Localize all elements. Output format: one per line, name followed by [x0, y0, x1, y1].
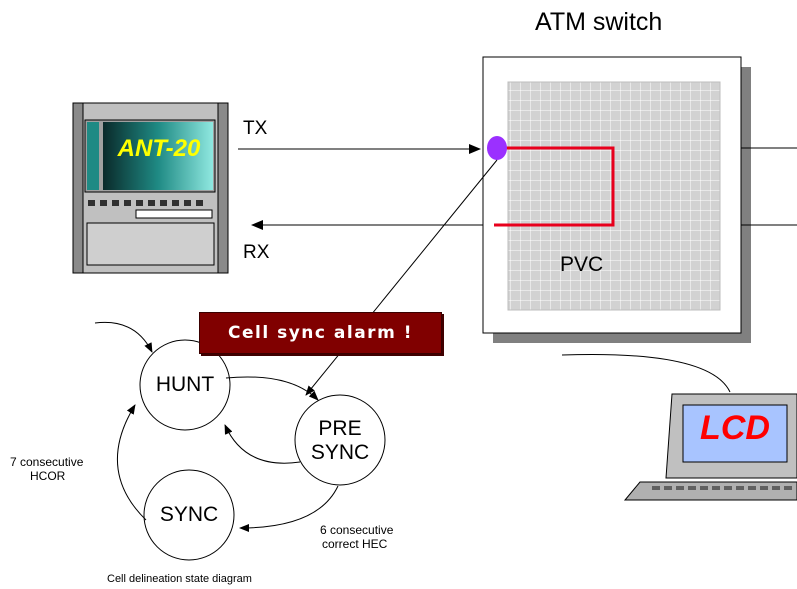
entry-arrow	[94, 321, 153, 353]
hunt-to-presync-arrow	[225, 376, 319, 401]
alarm-text: Cell sync alarm !	[228, 323, 413, 343]
pvc-path	[494, 146, 615, 227]
laptop-screen	[682, 404, 788, 463]
hunt-label: HUNT	[155, 373, 215, 396]
state-sync	[143, 469, 235, 561]
presync-to-sync-arrow	[239, 485, 339, 532]
alarm-link-line	[305, 159, 498, 396]
tx-label: TX	[243, 118, 268, 139]
pvc-label: PVC	[560, 253, 604, 276]
state-hunt	[139, 339, 231, 431]
switch-title: ATM switch	[535, 8, 663, 36]
sync-to-hunt-arrow	[116, 404, 147, 521]
presync-to-hunt-arrow	[224, 424, 301, 464]
state-diagram	[94, 321, 386, 561]
port-dot	[487, 136, 507, 160]
lcd-logo: LCD	[700, 409, 770, 447]
hec-annotation-line1: 6 consecutive	[320, 523, 394, 537]
analyzer-side-bar	[87, 122, 99, 190]
analyzer-screen	[103, 122, 213, 190]
hcor-annotation-line2: HCOR	[30, 469, 66, 483]
presync-label-line2: SYNC	[310, 441, 370, 464]
hcor-annotation-line1: 7 consecutive	[10, 455, 84, 469]
rx-label: RX	[243, 242, 270, 263]
ant20-logo: ANT-20	[117, 135, 201, 162]
laptop-link-line	[561, 354, 731, 393]
hec-annotation-line2: correct HEC	[322, 537, 388, 551]
state-presync	[294, 394, 386, 486]
laptop	[623, 393, 797, 501]
ant20-analyzer	[72, 102, 229, 274]
atm-switch	[482, 56, 751, 343]
presync-label-line1: PRE	[318, 417, 362, 440]
cell-sync-alarm-banner: Cell sync alarm !	[199, 312, 442, 354]
sync-label: SYNC	[159, 503, 219, 526]
diagram-caption: Cell delineation state diagram	[107, 573, 252, 585]
